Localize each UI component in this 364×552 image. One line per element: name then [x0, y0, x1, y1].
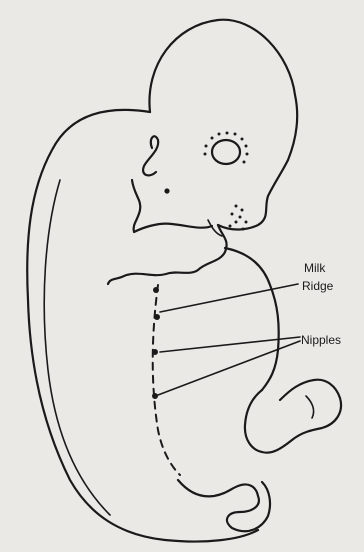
nipple-dot	[154, 314, 160, 320]
milk-label-line1: Milk	[304, 261, 326, 275]
belly-outline	[225, 248, 279, 390]
nipples-leader-2	[158, 341, 300, 395]
nipple-dot	[152, 349, 158, 355]
hand-line	[306, 396, 314, 418]
nipple-dot	[153, 287, 159, 293]
nipples-label: Nipples	[301, 333, 341, 347]
milk-ridge-line	[153, 285, 180, 475]
ear-dot	[164, 188, 169, 193]
back-outline	[27, 110, 258, 542]
eye-outline	[212, 140, 240, 164]
upper-limb	[245, 380, 341, 453]
head-outline	[149, 20, 297, 230]
jaw-outline	[132, 180, 212, 232]
eye-speckles	[204, 132, 249, 164]
lower-limb	[178, 480, 270, 531]
snout-speckles	[229, 205, 248, 231]
nipple-dot	[152, 393, 158, 399]
spine-line	[44, 180, 110, 515]
neck-outline	[108, 225, 227, 284]
ear-outline	[143, 136, 158, 175]
milk-label-line2: Ridge	[302, 279, 334, 293]
